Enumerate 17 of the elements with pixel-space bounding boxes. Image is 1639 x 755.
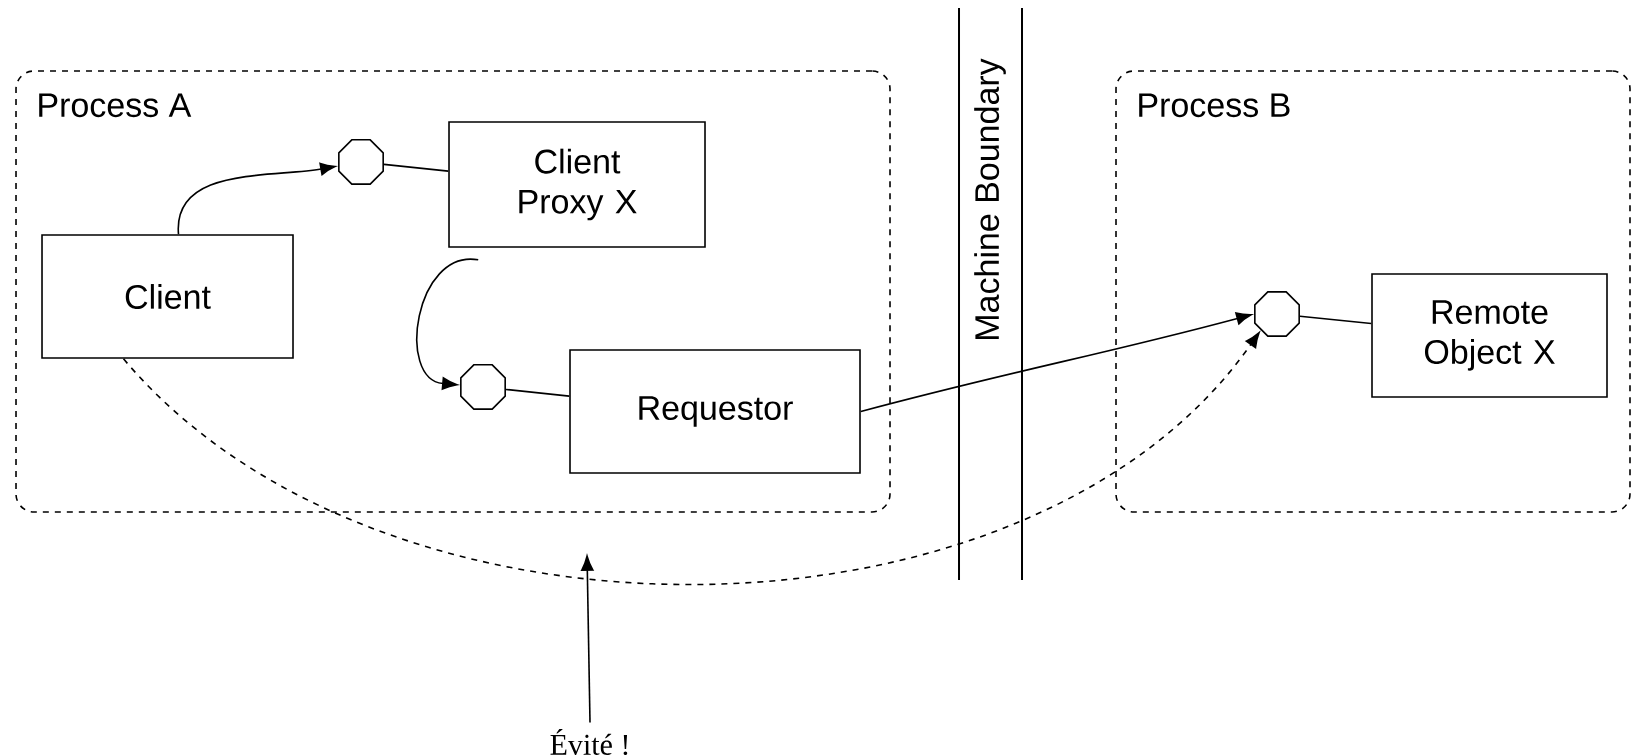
leader-line (580, 555, 594, 724)
object-box: Requestor (569, 349, 861, 474)
arrow (860, 312, 1252, 413)
connector-line (383, 163, 449, 172)
object-box: Client Proxy X (448, 121, 706, 248)
arrow (416, 259, 479, 390)
arrow (122, 332, 1260, 586)
interface-octagon (1254, 291, 1300, 337)
interface-octagon (460, 364, 506, 410)
interface-octagon (338, 139, 384, 185)
object-box: Remote Object X (1371, 273, 1608, 398)
connector-line (1299, 315, 1372, 325)
object-box: Client (41, 234, 294, 359)
arrow (177, 162, 336, 235)
connector-line (505, 388, 570, 397)
boundary-label: Machine Boundary (974, 58, 1006, 339)
note-text: Évité ! (550, 728, 628, 755)
